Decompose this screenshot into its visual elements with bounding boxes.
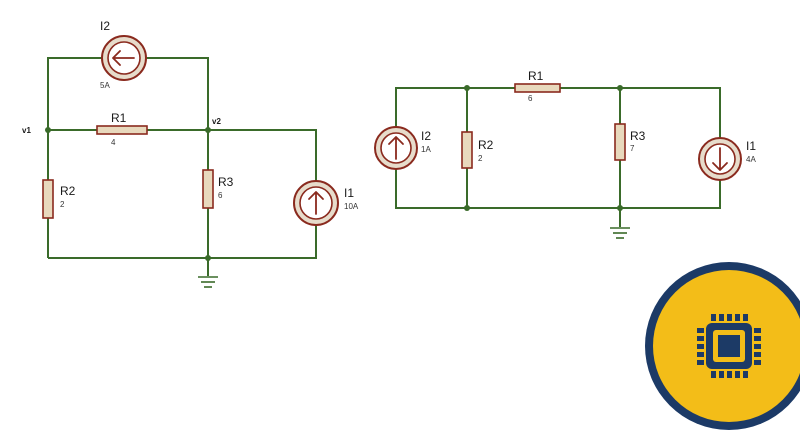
junction-v2: [205, 127, 211, 133]
r2-right-label: R2: [478, 138, 494, 152]
right-wire-top: [395, 87, 721, 138]
resistor-r1-right: [514, 83, 561, 93]
chip-pin: [754, 352, 761, 357]
junction-r3-bottom: [617, 205, 623, 211]
chip-pin: [727, 314, 732, 321]
logo-inner-circle: [653, 270, 800, 422]
junction-r3-top: [617, 85, 623, 91]
r3-value: 6: [218, 191, 223, 200]
current-source-i1-right: [698, 137, 742, 181]
resistor-r2: [42, 179, 54, 219]
resistor-r3-right: [614, 123, 626, 161]
chip-pin: [711, 314, 716, 321]
i2-value: 5A: [100, 81, 110, 90]
left-wire-middle: [48, 129, 317, 182]
left-circuit: I2 5A R1 4 v1 v2 R2 2 R3 6 I1 10A: [22, 19, 359, 288]
i1-right-label: I1: [746, 139, 756, 153]
i2-label: I2: [100, 19, 110, 33]
node-v1-label: v1: [22, 126, 31, 135]
chip-pin: [754, 336, 761, 341]
right-wire-bottom: [395, 168, 721, 209]
right-circuit: R1 6 I2 1A R2 2 R3 7 I1 4A: [374, 69, 756, 239]
chip-pin: [754, 328, 761, 333]
r1-right-label: R1: [528, 69, 544, 83]
chip-icon: [706, 323, 752, 369]
resistor-r1: [96, 125, 148, 135]
chip-pin: [697, 344, 704, 349]
current-source-i2-right: [374, 126, 418, 170]
chip-pin: [697, 336, 704, 341]
logo-badge: [645, 262, 800, 430]
junction-v1: [45, 127, 51, 133]
junction-r2-bottom: [464, 205, 470, 211]
chip-pin: [743, 371, 748, 378]
current-source-i1: [293, 180, 339, 226]
resistor-r3: [202, 169, 214, 209]
r3-right-label: R3: [630, 129, 646, 143]
i1-right-value: 4A: [746, 155, 756, 164]
i2-right-label: I2: [421, 129, 431, 143]
chip-pin: [754, 344, 761, 349]
i2-right-value: 1A: [421, 145, 431, 154]
chip-pin: [719, 371, 724, 378]
ground-symbol-right: [610, 227, 630, 239]
chip-pin: [711, 371, 716, 378]
chip-pin: [697, 360, 704, 365]
chip-pin: [735, 371, 740, 378]
chip-pin: [727, 371, 732, 378]
ground-symbol: [198, 276, 218, 288]
junction-r2-top: [464, 85, 470, 91]
chip-pin: [754, 360, 761, 365]
r2-value: 2: [60, 200, 65, 209]
r3-right-value: 7: [630, 144, 635, 153]
resistor-r2-right: [461, 131, 473, 169]
chip-pin: [735, 314, 740, 321]
r3-label: R3: [218, 175, 234, 189]
r2-right-value: 2: [478, 154, 483, 163]
chip-pin: [719, 314, 724, 321]
chip-pin: [697, 328, 704, 333]
left-wire-bottom: [48, 224, 317, 259]
r2-label: R2: [60, 184, 76, 198]
i1-label: I1: [344, 186, 354, 200]
left-wire-top: [47, 57, 209, 130]
chip-pin: [743, 314, 748, 321]
i1-value: 10A: [344, 202, 359, 211]
node-v2-label: v2: [212, 117, 221, 126]
r1-label: R1: [111, 111, 127, 125]
current-source-i2: [101, 35, 147, 81]
r1-value: 4: [111, 138, 116, 147]
chip-pin: [697, 352, 704, 357]
r1-right-value: 6: [528, 94, 533, 103]
junction-bottom: [205, 255, 211, 261]
